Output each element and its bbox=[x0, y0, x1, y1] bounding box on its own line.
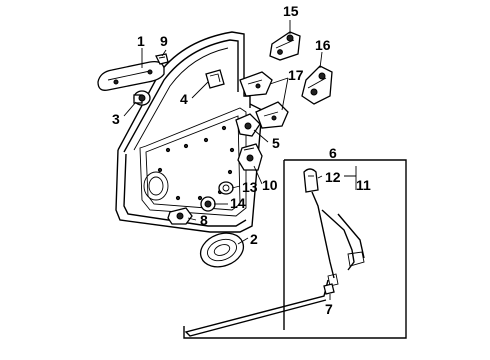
callout-10: 10 bbox=[262, 177, 278, 193]
door-shell bbox=[115, 31, 263, 233]
callout-8: 8 bbox=[200, 212, 208, 228]
callout-9: 9 bbox=[160, 33, 168, 49]
hinge-half-upper bbox=[239, 71, 273, 97]
panel-holes bbox=[157, 125, 235, 201]
lock-cylinder bbox=[133, 90, 151, 106]
rod-clip bbox=[323, 283, 335, 295]
callout-17: 17 bbox=[288, 67, 304, 83]
inside-door-handle bbox=[205, 69, 225, 89]
callout-16: 16 bbox=[315, 37, 331, 53]
speaker-opening bbox=[143, 171, 169, 201]
door-check bbox=[235, 113, 261, 137]
lower-hinge bbox=[301, 65, 333, 105]
callout-14: 14 bbox=[230, 195, 246, 211]
hinge-half-lower bbox=[255, 101, 289, 129]
grommet bbox=[200, 196, 216, 212]
callout-13: 13 bbox=[242, 179, 258, 195]
callout-5: 5 bbox=[272, 135, 280, 151]
speaker-assembly bbox=[199, 232, 245, 268]
lock-rods bbox=[184, 191, 365, 337]
lock-knob bbox=[303, 168, 319, 193]
callout-labels: 1 9 3 4 15 16 17 5 6 10 12 11 13 14 8 2 … bbox=[112, 3, 371, 317]
callout-6: 6 bbox=[329, 145, 337, 161]
bumper bbox=[218, 181, 234, 195]
callout-4: 4 bbox=[180, 91, 188, 107]
callout-7: 7 bbox=[325, 301, 333, 317]
callout-3: 3 bbox=[112, 111, 120, 127]
callout-15: 15 bbox=[283, 3, 299, 19]
callout-2: 2 bbox=[250, 231, 258, 247]
door-latch bbox=[237, 143, 263, 171]
lock-actuator bbox=[167, 207, 193, 225]
callout-1: 1 bbox=[137, 33, 145, 49]
callout-12: 12 bbox=[325, 169, 341, 185]
handle-clip bbox=[155, 53, 169, 65]
upper-hinge bbox=[269, 31, 301, 61]
lock-rod-group-box bbox=[183, 159, 407, 339]
leader-lines bbox=[123, 20, 357, 300]
callout-11: 11 bbox=[356, 177, 371, 193]
outside-door-handle bbox=[97, 60, 165, 91]
